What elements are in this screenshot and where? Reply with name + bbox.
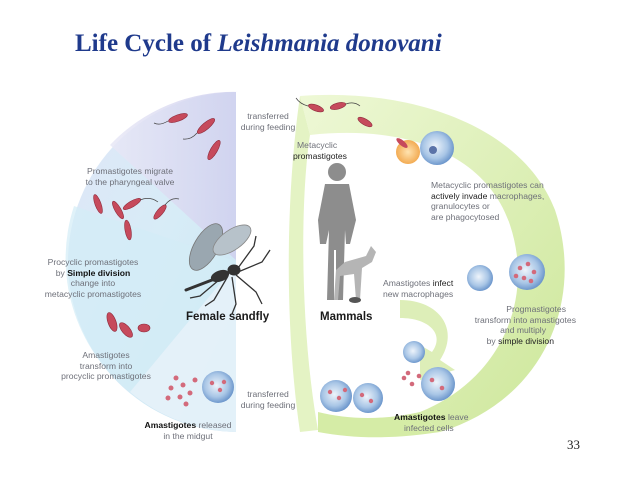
label-amastigotes-released: Amastigotes released in the midgut xyxy=(145,420,232,441)
label-amastigotes-transform-line1: Amastigotes xyxy=(82,350,130,360)
label-infect-word: infect xyxy=(432,278,454,288)
label-procyclic-by: by xyxy=(55,267,68,278)
label-procyclic-line2: by Simple division xyxy=(45,268,141,279)
mammal-cycle-region xyxy=(288,94,565,438)
label-multiply-simple-division: simple division xyxy=(498,335,554,346)
label-transferred-top-line2: during feeding xyxy=(240,121,296,132)
label-infect-line2: new macrophages xyxy=(383,288,454,299)
sandfly-icon xyxy=(184,223,271,315)
amastigotes-leaving-icon xyxy=(320,367,455,413)
label-female-sandfly: Female sandfly xyxy=(186,311,270,323)
label-transform-multiply: Progmastigotes transform into amastigote… xyxy=(462,304,576,346)
label-invade-line2: actively invade macrophages, xyxy=(431,191,544,202)
slide-title: Life Cycle of Leishmania donovani xyxy=(75,30,442,58)
infected-macrophages-icon xyxy=(403,254,545,363)
label-promastigotes-migrate: Promastigotes migrate to the pharyngeal … xyxy=(86,166,175,187)
procyclic-promastigotes-icon xyxy=(106,312,151,338)
label-infect-amastigotes: Amastigotes xyxy=(383,278,433,288)
label-actively-invade: Metacyclic promastigotes can actively in… xyxy=(431,180,544,222)
label-migrate-line1: Promastigotes migrate xyxy=(87,166,173,176)
label-invade-line4: are phagocytosed xyxy=(431,211,500,222)
label-released-line2: in the midgut xyxy=(163,430,213,441)
amastigotes-released-icon xyxy=(165,371,234,407)
label-metacyclic-line1: Metacyclic xyxy=(297,140,338,150)
label-transferred-bottom: transferred during feeding xyxy=(241,389,295,410)
label-invade-line1: Metacyclic promastigotes can xyxy=(431,180,544,190)
label-leave-amastigotes: Amastigotes xyxy=(394,412,446,422)
label-amastigotes-transform-line3: procyclic promastigotes xyxy=(61,371,151,381)
label-leave-word: leave xyxy=(445,412,469,422)
invading-macrophages-icon xyxy=(396,131,454,165)
label-invade-actively: actively invade xyxy=(431,190,488,201)
label-transferred-bottom-line2: during feeding xyxy=(240,399,296,410)
label-mammals: Mammals xyxy=(320,311,373,323)
promastigotes-migrating-icon xyxy=(93,194,180,241)
page-number: 33 xyxy=(567,437,580,452)
label-amastigotes-infect: Amastigotes infect new macrophages xyxy=(383,278,453,299)
label-multiply-by: by xyxy=(486,335,499,346)
label-amastigotes-transform-line2: transform into xyxy=(79,360,133,371)
label-invade-line3: granulocytes or xyxy=(431,201,490,211)
label-metacyclic-promastigotes: Metacyclic promastigotes xyxy=(293,140,347,161)
label-multiply-line2: transform into amastigotes xyxy=(474,314,576,325)
label-procyclic-line3: change into xyxy=(70,278,116,288)
label-released-word: released xyxy=(196,420,232,430)
label-procyclic-line1: Procyclic promastigotes xyxy=(47,257,139,267)
label-procyclic-line4: metacyclic promastigotes xyxy=(44,288,142,299)
title-species: Leishmania donovani xyxy=(217,30,442,57)
label-invade-macrophages: macrophages, xyxy=(487,190,545,201)
promastigotes-top-icon xyxy=(153,113,221,160)
label-multiply-line3: and multiply xyxy=(500,325,546,335)
label-metacyclic-line2: promastigotes xyxy=(293,150,347,161)
mammals-icon xyxy=(318,163,376,303)
label-infect-line1: Amastigotes infect xyxy=(383,278,453,289)
label-migrate-line2: to the pharyngeal valve xyxy=(85,176,175,187)
label-transferred-bottom-line1: transferred xyxy=(247,389,289,399)
label-leave-line2: infected cells xyxy=(404,422,454,433)
title-prefix: Life Cycle of xyxy=(75,30,218,57)
label-amastigotes-transform: Amastigotes transform into procyclic pro… xyxy=(61,350,151,382)
label-transferred-top-line1: transferred xyxy=(247,111,289,121)
label-released-amastigotes: Amastigotes xyxy=(144,420,197,430)
metacyclic-promastigotes-icon xyxy=(295,97,373,128)
label-transferred-top: transferred during feeding xyxy=(241,111,295,132)
label-leave-line1: Amastigotes leave xyxy=(394,412,469,423)
label-amastigotes-leave: Amastigotes leave infected cells xyxy=(394,412,469,433)
label-multiply-line4: by simple division xyxy=(462,336,576,347)
label-procyclic-promastigotes: Procyclic promastigotes by Simple divisi… xyxy=(45,257,141,299)
label-procyclic-simple-division: Simple division xyxy=(67,267,131,278)
label-multiply-line1: Progmastigotes xyxy=(506,304,566,314)
label-released-line1: Amastigotes released xyxy=(145,420,232,431)
